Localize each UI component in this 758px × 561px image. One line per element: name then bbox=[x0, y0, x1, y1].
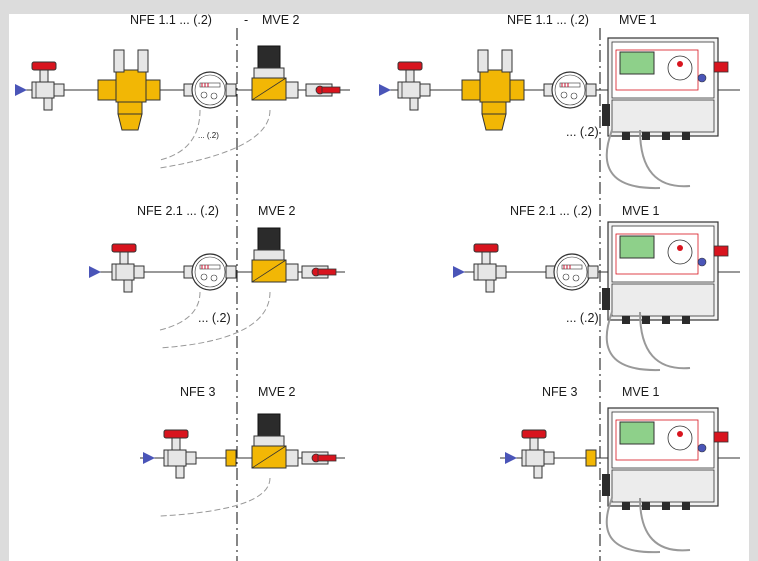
flow-arrow-icon bbox=[453, 266, 465, 278]
filling-combination-icon bbox=[461, 49, 525, 131]
flow-arrow-icon bbox=[89, 266, 101, 278]
pipe-row-1-left bbox=[15, 45, 350, 169]
label-mve2-row3: MVE 2 bbox=[258, 385, 296, 399]
label-nfe-3-left: NFE 3 bbox=[180, 385, 215, 399]
label-nfe-2-1-left: NFE 2.1 ... (.2) bbox=[137, 204, 219, 218]
ball-valve-icon bbox=[301, 265, 337, 279]
ball-valve-icon bbox=[301, 451, 337, 465]
water-meter-icon bbox=[543, 71, 597, 109]
flow-arrow-icon bbox=[505, 452, 517, 464]
stop-valve-icon bbox=[163, 429, 197, 479]
cable-note-row1-right: ... (.2) bbox=[566, 125, 599, 139]
water-meter-icon bbox=[183, 253, 237, 291]
stop-valve-icon bbox=[521, 429, 555, 479]
label-mve2-row1: MVE 2 bbox=[262, 13, 300, 27]
pipe-row-2-right bbox=[453, 221, 740, 372]
flow-arrow-icon bbox=[15, 84, 27, 96]
label-dash-1: - bbox=[244, 13, 248, 27]
stop-valve-icon bbox=[473, 243, 507, 293]
water-meter-icon bbox=[545, 253, 599, 291]
solenoid-valve-icon bbox=[251, 227, 299, 283]
pipe-row-1-right bbox=[379, 37, 740, 190]
control-unit-icon bbox=[601, 221, 729, 325]
pipe-row-3-left bbox=[140, 413, 345, 517]
ball-valve-icon bbox=[305, 83, 341, 97]
stop-valve-icon bbox=[397, 61, 431, 111]
label-nfe-2-1-right: NFE 2.1 ... (.2) bbox=[510, 204, 592, 218]
cable-note-row2-right: ... (.2) bbox=[566, 311, 599, 325]
filling-combination-icon bbox=[97, 49, 161, 131]
label-mve2-row2: MVE 2 bbox=[258, 204, 296, 218]
flow-arrow-icon bbox=[379, 84, 391, 96]
flow-arrow-icon bbox=[143, 452, 155, 464]
solenoid-valve-icon bbox=[251, 413, 299, 469]
control-unit-icon bbox=[601, 407, 729, 511]
label-mve1-row1: MVE 1 bbox=[619, 13, 657, 27]
cable-note-row2: ... (.2) bbox=[198, 311, 231, 325]
label-nfe-1-1-left: NFE 1.1 ... (.2) bbox=[130, 13, 212, 27]
label-mve1-row3: MVE 1 bbox=[622, 385, 660, 399]
label-nfe-3-right: NFE 3 bbox=[542, 385, 577, 399]
label-mve1-row2: MVE 1 bbox=[622, 204, 660, 218]
stop-valve-icon bbox=[111, 243, 145, 293]
cable-note-row1: ... (.2) bbox=[198, 131, 219, 140]
control-unit-icon bbox=[601, 37, 729, 141]
pipe-row-3-right bbox=[500, 407, 740, 554]
water-meter-icon bbox=[183, 71, 237, 109]
solenoid-valve-icon bbox=[251, 45, 299, 101]
label-nfe-1-1-right: NFE 1.1 ... (.2) bbox=[507, 13, 589, 27]
stop-valve-icon bbox=[31, 61, 65, 111]
pipe-row-2-left bbox=[89, 227, 345, 349]
